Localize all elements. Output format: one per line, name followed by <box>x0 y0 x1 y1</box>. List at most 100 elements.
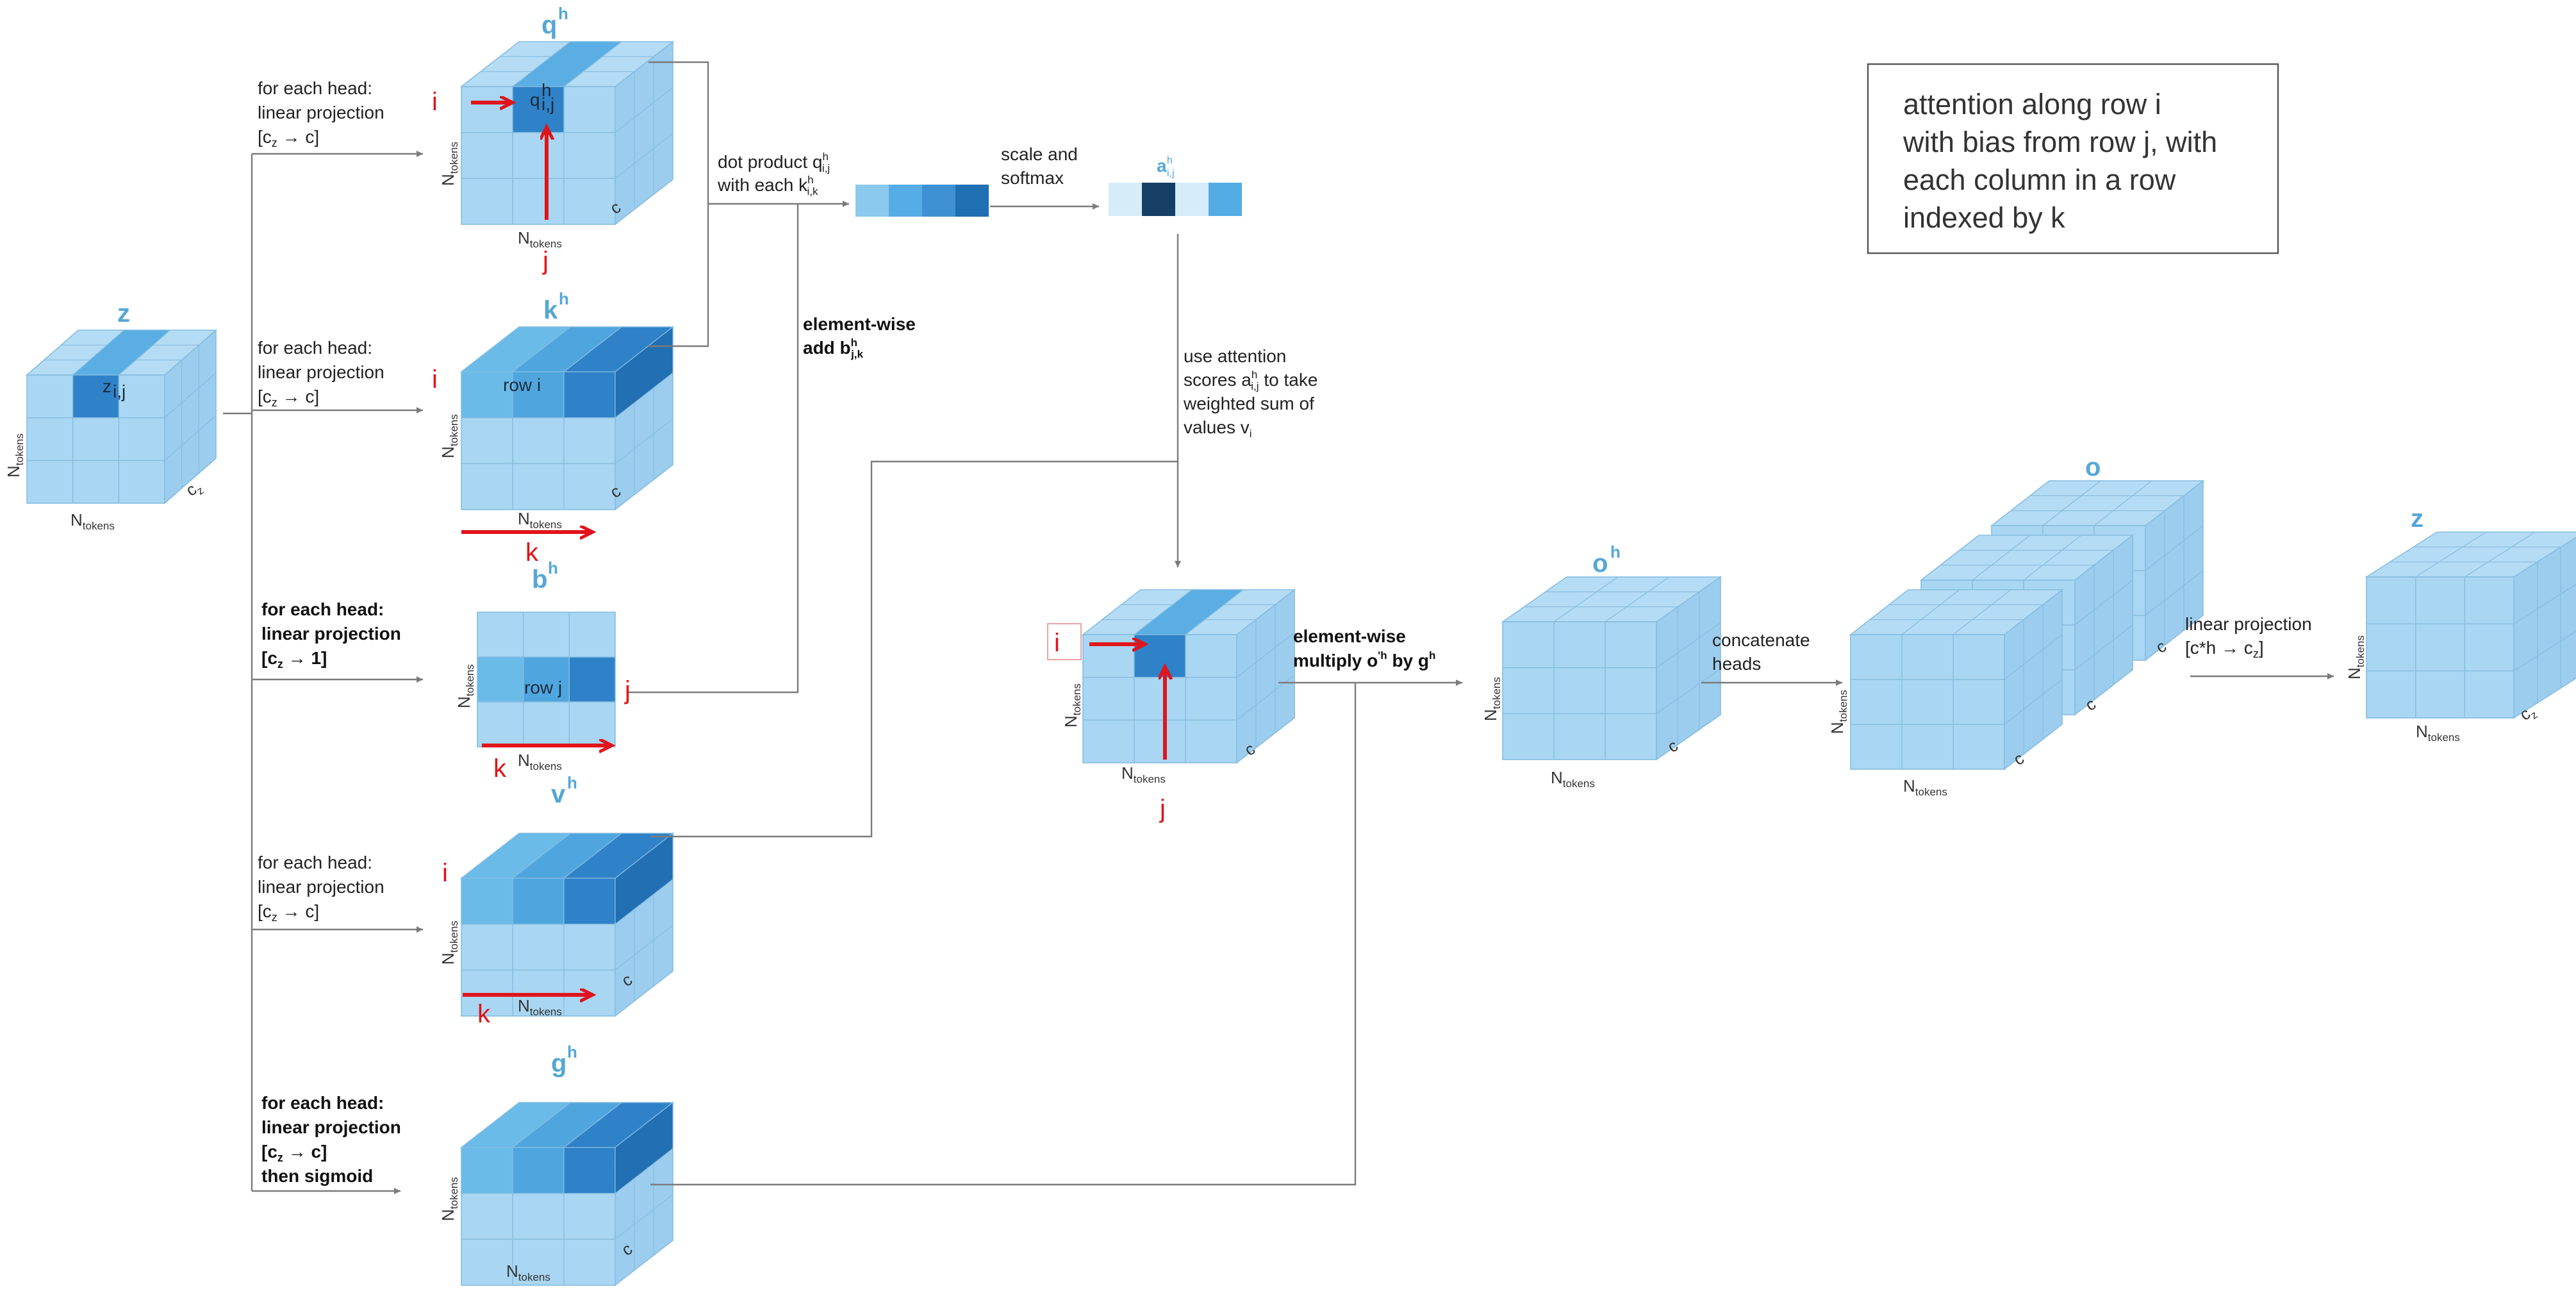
mid-cube-highlight-cell <box>1134 634 1186 678</box>
svg-text:Ntokens: Ntokens <box>1121 763 1166 785</box>
svg-text:q: q <box>541 11 557 39</box>
q-index-arrows: i j <box>432 88 549 275</box>
k-title: k h <box>543 289 569 324</box>
svg-text:Ntokens: Ntokens <box>518 228 562 250</box>
svg-text:h: h <box>548 558 558 578</box>
branch-label-q: for each head: linear projection [cz → c… <box>258 78 384 149</box>
k-cube-row-side <box>615 326 673 419</box>
svg-text:g: g <box>551 1049 566 1078</box>
svg-text:Ntokens: Ntokens <box>438 920 460 965</box>
svg-text:i,j: i,j <box>1167 168 1175 179</box>
attention-bar <box>1109 183 1242 216</box>
q-cols-label: Ntokens <box>518 228 562 250</box>
o-cube-1 <box>1849 588 2064 770</box>
branch-label-b: for each head: linear projection [cz → 1… <box>261 599 401 670</box>
svg-text:h: h <box>559 289 569 308</box>
svg-text:i: i <box>432 365 438 394</box>
z-cols-label: Ntokens <box>70 510 115 532</box>
bias-line <box>627 204 799 694</box>
q-title: q h <box>541 4 568 39</box>
k-cube-row-cell <box>563 371 616 419</box>
svg-text:scores ahi,j to take: scores ahi,j to take <box>1184 369 1317 392</box>
svg-text:for each head:: for each head: <box>261 599 384 619</box>
g-cols-label: Ntokens <box>506 1262 550 1283</box>
g-cube-row-cell <box>563 1147 616 1194</box>
v-cube-row-cell <box>461 878 513 925</box>
v-title: v h <box>551 773 577 808</box>
svg-text:attention along row i: attention along row i <box>1903 88 2161 121</box>
svg-text:Ntokens: Ntokens <box>518 996 562 1018</box>
mid-cube <box>1081 588 1296 764</box>
attention-bar-cell <box>1109 183 1142 216</box>
q-rows-label: Ntokens <box>438 142 460 186</box>
svg-text:linear projection: linear projection <box>258 362 384 382</box>
k-index-arrows: i k <box>432 365 593 567</box>
svg-text:linear projection: linear projection <box>258 103 384 122</box>
attention-bar-cell <box>1142 183 1175 216</box>
svg-text:for each head:: for each head: <box>258 78 372 98</box>
z-out-cols-label: Ntokens <box>2416 722 2460 744</box>
svg-text:scale and: scale and <box>1001 144 1078 164</box>
q-cell-label: q h i,j <box>530 80 554 114</box>
svg-text:Ntokens: Ntokens <box>1828 690 1849 734</box>
svg-text:i,j: i,j <box>113 381 126 401</box>
k-cube <box>459 326 675 511</box>
svg-text:linear projection: linear projection <box>258 877 384 897</box>
svg-text:j: j <box>624 676 631 704</box>
svg-text:z: z <box>103 376 111 396</box>
svg-text:[cz → c]: [cz → c] <box>258 387 319 409</box>
svg-text:with bias from row j, with: with bias from row j, with <box>1903 126 2217 158</box>
dot-product-bar <box>855 185 989 217</box>
k-cols-label: Ntokens <box>518 509 562 531</box>
b-index-arrows: j k <box>482 676 631 783</box>
oh-cube-front <box>1502 621 1657 760</box>
b-rows-label: Ntokens <box>454 664 476 708</box>
v-cube-row-cell <box>563 878 616 925</box>
svg-text:Ntokens: Ntokens <box>4 433 26 478</box>
o-title: o <box>2085 453 2101 481</box>
v-cube-row-cell <box>512 878 565 925</box>
k-rows-label: Ntokens <box>438 414 460 458</box>
scale-softmax-label: scale and softmax <box>1001 144 1078 188</box>
o-cols-label: Ntokens <box>1903 776 1947 798</box>
svg-text:i: i <box>1054 629 1060 657</box>
svg-text:h: h <box>1610 542 1621 562</box>
svg-text:weighted sum of: weighted sum of <box>1183 394 1314 413</box>
z-cube <box>25 329 218 504</box>
z-title: z <box>117 299 130 328</box>
dot-product-bar-cell <box>855 185 889 217</box>
b-row-label: row j <box>524 678 562 697</box>
svg-text:[cz → 1]: [cz → 1] <box>261 648 327 670</box>
attention-score-title: a h i,j <box>1157 155 1175 179</box>
svg-text:k: k <box>525 538 539 567</box>
q-cube-highlight-top <box>511 41 623 87</box>
svg-text:Ntokens: Ntokens <box>2345 635 2366 679</box>
b-row-cell <box>568 656 616 703</box>
q-cube-highlight-cell <box>512 86 565 133</box>
concatenate-label: concatenate heads <box>1712 630 1810 674</box>
svg-text:Ntokens: Ntokens <box>1551 768 1595 790</box>
svg-text:[cz → c]: [cz → c] <box>258 901 319 924</box>
dot-product-bar-cell <box>889 185 922 217</box>
svg-text:softmax: softmax <box>1001 168 1064 188</box>
svg-text:k: k <box>477 1000 491 1028</box>
dot-product-bar-cell <box>955 185 989 217</box>
values-line <box>650 460 1178 838</box>
q-cube <box>459 40 675 226</box>
note-box: attention along row i with bias from row… <box>1867 63 2279 254</box>
svg-text:Ntokens: Ntokens <box>1903 776 1947 798</box>
multiply-label: element-wise multiply o'h by gh <box>1293 626 1435 670</box>
svg-text:Ntokens: Ntokens <box>518 509 562 531</box>
svg-text:dot product qhi,j: dot product qhi,j <box>718 151 830 174</box>
oh-cube <box>1501 576 1722 761</box>
svg-text:with each khi,k: with each khi,k <box>717 174 818 197</box>
attention-bar-cell <box>1175 183 1209 216</box>
g-cube-row-cell <box>512 1147 565 1194</box>
z-cube-highlight-cell <box>72 374 120 419</box>
svg-text:Ntokens: Ntokens <box>506 1262 550 1283</box>
k-cube-row-cell <box>461 371 513 419</box>
flow-connectors <box>223 61 2334 1194</box>
mid-index-arrows: i j <box>1047 623 1166 823</box>
svg-text:a: a <box>1157 156 1167 176</box>
